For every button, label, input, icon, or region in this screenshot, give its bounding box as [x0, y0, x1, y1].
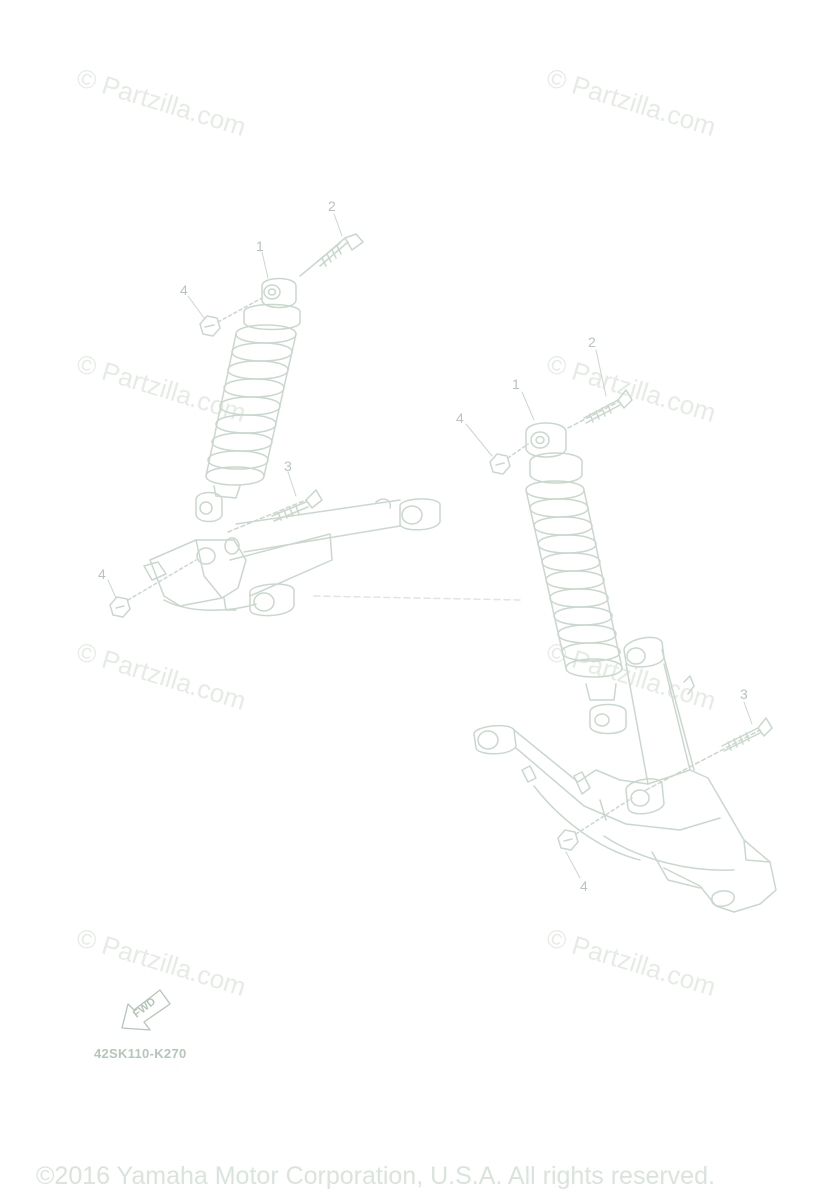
bolt-right-lower [645, 717, 773, 791]
callout-2-left: 2 [328, 198, 336, 214]
nut-left-lower [109, 559, 197, 618]
shock-absorber-left [195, 277, 301, 523]
swingarm-left [143, 498, 441, 617]
copyright-notice: ©2016 Yamaha Motor Corporation, U.S.A. A… [36, 1162, 715, 1190]
forward-arrow-icon [121, 989, 171, 1031]
diagram-code: 42SK110-K270 [94, 1046, 187, 1061]
callout-1-left: 1 [256, 238, 264, 254]
callout-4-right-upper: 4 [456, 410, 464, 426]
bolt-right-upper [567, 389, 633, 429]
nut-right-upper [489, 443, 529, 475]
shock-absorber-right [525, 422, 627, 735]
swingarm-right [473, 636, 777, 913]
callout-4-left-lower: 4 [98, 566, 106, 582]
callout-3-left: 3 [284, 458, 292, 474]
callout-3-right: 3 [740, 686, 748, 702]
nut-left-upper [199, 297, 263, 337]
nut-right-lower [557, 797, 633, 851]
bolt-left-upper [299, 233, 364, 277]
callout-4-right-lower: 4 [580, 878, 588, 894]
callout-1-right: 1 [512, 376, 520, 392]
callout-2-right: 2 [588, 334, 596, 350]
bolt-left-lower [227, 489, 323, 533]
callout-4-left-upper: 4 [180, 282, 188, 298]
